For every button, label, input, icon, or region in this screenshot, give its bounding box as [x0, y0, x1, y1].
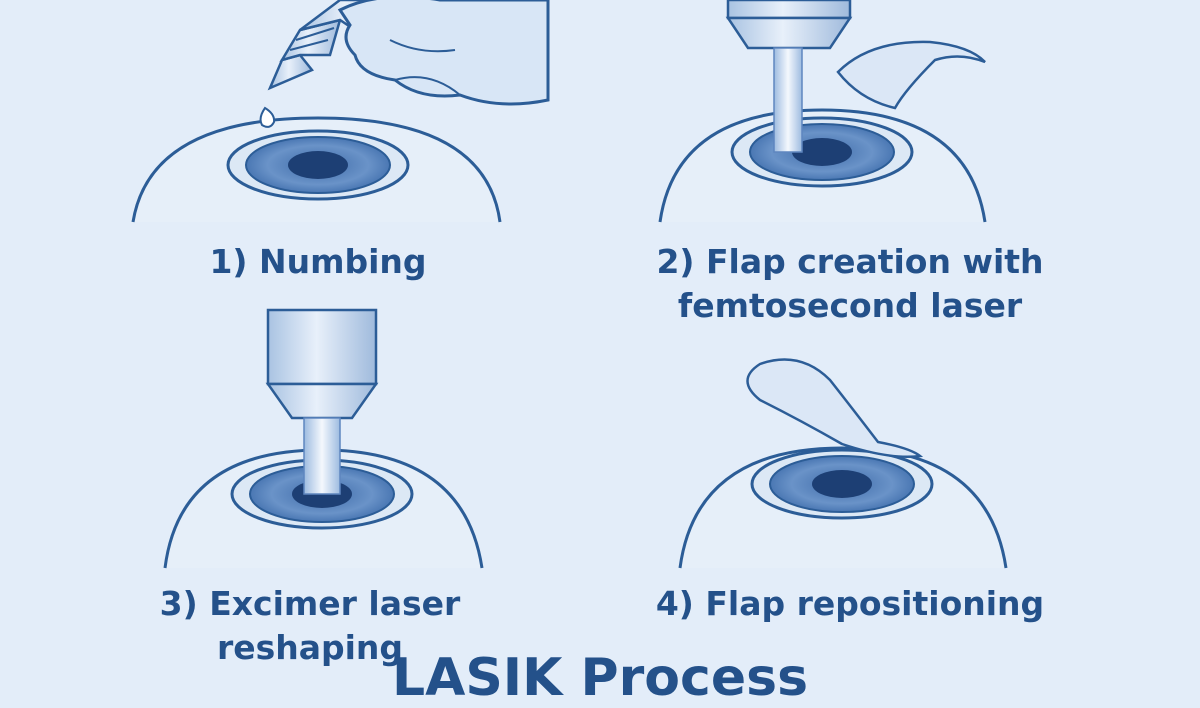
eyeball	[131, 116, 502, 223]
caption-line: 1) Numbing	[209, 242, 427, 281]
panel-excimer-reshaping	[163, 308, 484, 569]
caption-line: 3) Excimer laser	[159, 584, 461, 623]
excimer-laser	[265, 308, 379, 420]
corneal-flap	[836, 40, 986, 110]
step-caption-flap-creation: 2) Flap creation with femtosecond laser	[640, 240, 1060, 328]
lasik-diagram	[131, 0, 1008, 569]
eyeball	[678, 446, 1008, 569]
step-caption-flap-repositioning: 4) Flap repositioning	[640, 582, 1060, 626]
eye-drop	[259, 106, 276, 128]
eyeball	[658, 108, 987, 223]
diagram-title: LASIK Process	[391, 648, 809, 708]
corneal-flap	[746, 358, 924, 459]
panel-numbing	[131, 0, 550, 223]
caption-line: 4) Flap repositioning	[655, 584, 1045, 623]
panel-flap-repositioning	[678, 358, 1008, 569]
femtosecond-laser	[725, 0, 853, 50]
laser-beam	[773, 47, 803, 153]
gloved-hand	[337, 0, 550, 106]
laser-beam	[303, 417, 341, 495]
step-caption-excimer-reshaping: 3) Excimer laser reshaping	[140, 582, 480, 670]
caption-line: reshaping	[216, 628, 404, 667]
panel-flap-creation	[658, 0, 987, 223]
caption-line: 2) Flap creation with	[656, 242, 1044, 281]
step-caption-numbing: 1) Numbing	[168, 240, 468, 284]
caption-line: femtosecond laser	[677, 286, 1023, 325]
